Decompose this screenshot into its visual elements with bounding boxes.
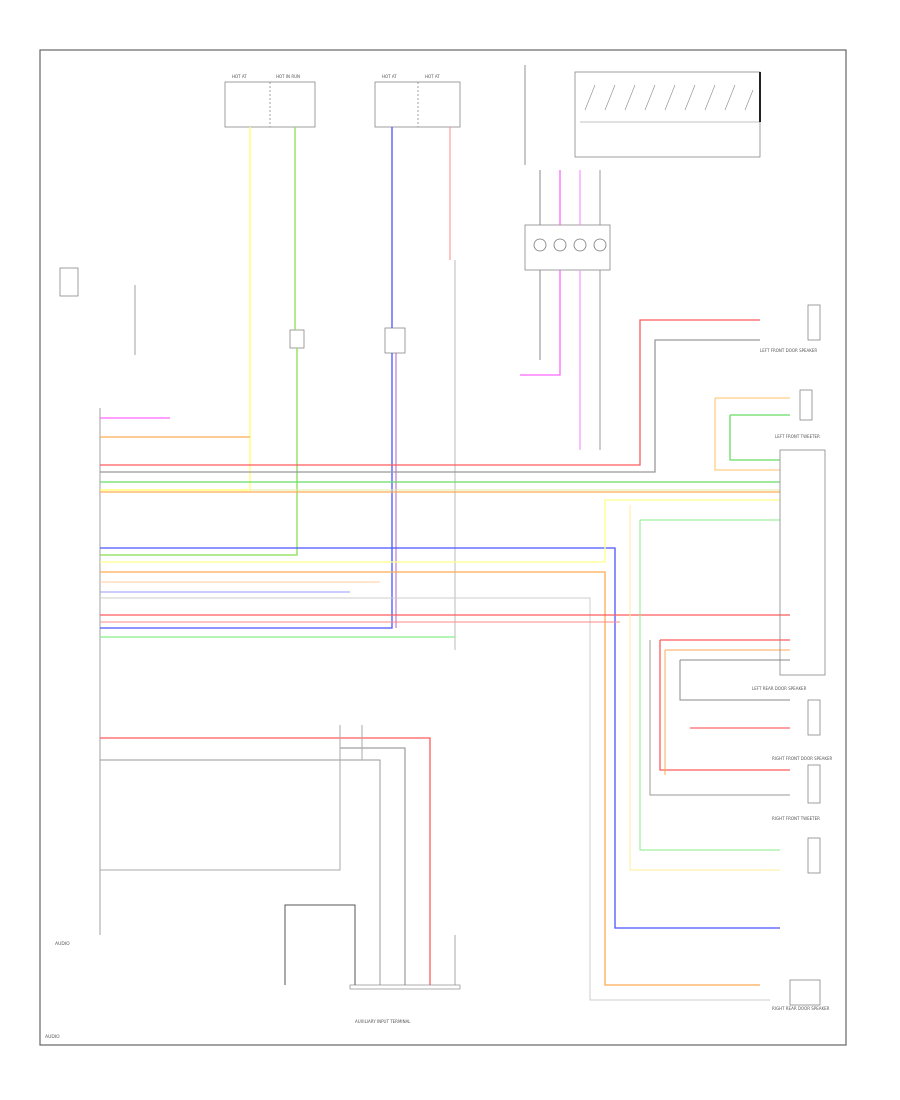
fuse-block-center: HOT AT HOT AT	[374, 74, 461, 128]
fuse-label-hot-at-2: HOT AT	[425, 74, 440, 79]
junction-connector	[524, 224, 611, 271]
wire-gray-aux2	[340, 747, 406, 985]
wire-yellow-rm	[629, 505, 780, 871]
wire-orange-rr	[714, 397, 790, 471]
aux-input-terminal: AUXILIARY INPUT TERMINAL	[349, 984, 461, 1024]
wire-gray-aux3	[100, 725, 341, 871]
fuse-block-left: HOT AT HOT IN RUN	[224, 74, 316, 128]
aux-input-label: AUXILIARY INPUT TERMINAL	[355, 1019, 411, 1024]
wire-gray-aux1	[100, 759, 381, 985]
wire-gray-rm	[679, 659, 790, 701]
left-rear-speaker-label: LEFT REAR DOOR SPEAKER	[752, 686, 807, 691]
wire-red-rm1	[659, 639, 790, 771]
wire-green-rm	[639, 519, 780, 851]
wire-gray-h3	[100, 597, 770, 1001]
right-front-speaker-label: RIGHT FRONT DOOR SPEAKER	[772, 756, 833, 761]
wire-blue-feed	[100, 127, 393, 629]
wire-blue-h2	[100, 547, 780, 929]
wire-gray-rm2	[649, 640, 790, 796]
diagram-title: AUDIO	[45, 1034, 60, 1040]
antenna-relay-box	[59, 267, 79, 297]
wire-yellow-h2	[100, 499, 780, 563]
fuse-label-hot-in-run: HOT IN RUN	[276, 74, 300, 79]
wire-red-aux	[100, 737, 431, 985]
wire-group	[100, 127, 790, 1001]
wire-red-h1	[100, 319, 760, 466]
splice-pack-center	[384, 327, 406, 354]
fuse-label-hot-at-1: HOT AT	[382, 74, 397, 79]
wire-orange-rm	[664, 649, 790, 775]
antenna-amp-block	[574, 71, 761, 158]
wire-gray-aux4	[284, 904, 356, 985]
audio-unit-label: AUDIO	[55, 941, 70, 947]
wire-green-rr	[729, 414, 790, 461]
right-rear-speaker-label: RIGHT REAR DOOR SPEAKER	[772, 1006, 830, 1011]
left-front-speaker-label: LEFT FRONT DOOR SPEAKER	[760, 348, 817, 353]
fuse-label-hot-at: HOT AT	[232, 74, 247, 79]
audio-unit: AUDIO	[55, 408, 101, 947]
wire-yellow-feed	[100, 127, 251, 491]
wire-gray-h1	[100, 339, 760, 473]
right-front-tweeter-label: RIGHT FRONT TWEETER	[772, 816, 820, 821]
splice-pack-left	[289, 329, 305, 349]
diagram-frame	[39, 49, 847, 1046]
wire-green-feed	[100, 127, 298, 556]
left-front-tweeter-label: LEFT FRONT TWEETER	[775, 434, 820, 439]
wire-jc-pink	[520, 170, 561, 376]
wire-orange-h2	[100, 571, 760, 986]
right-speaker-boxes	[779, 304, 826, 1006]
